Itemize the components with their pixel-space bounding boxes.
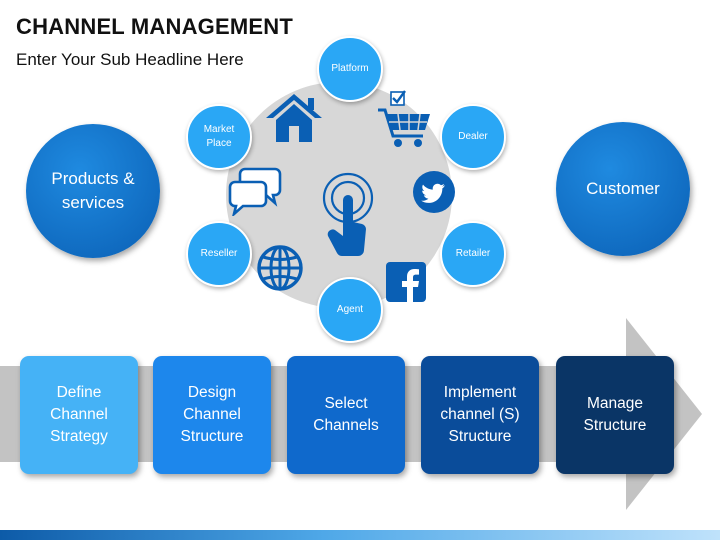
shopping-cart-icon	[378, 90, 430, 147]
bottom-gradient-bar	[0, 530, 720, 540]
node-label: Platform	[331, 62, 369, 74]
step-label: Select Channels	[313, 395, 379, 434]
step-design-channel-structure: Design Channel Structure	[153, 356, 271, 474]
step-label: Define Channel Strategy	[50, 384, 108, 445]
twitter-icon	[413, 171, 455, 213]
node-reseller: Reseller	[186, 221, 252, 287]
node-label: Market Place	[203, 123, 235, 150]
node-platform: Platform	[317, 36, 383, 102]
chat-bubbles-icon	[228, 167, 282, 216]
page-title: CHANNEL MANAGEMENT	[16, 14, 293, 39]
node-retailer: Retailer	[440, 221, 506, 287]
home-icon	[266, 94, 322, 142]
node-agent: Agent	[317, 277, 383, 343]
node-label: Agent	[336, 303, 364, 315]
products-services-circle: Products & services	[26, 124, 160, 258]
customer-circle: Customer	[556, 122, 690, 256]
node-label: Retailer	[455, 247, 491, 259]
step-label: Implement channel (S) Structure	[440, 384, 520, 445]
page-subtitle: Enter Your Sub Headline Here	[16, 50, 244, 69]
touch-hand-icon	[322, 172, 374, 256]
node-label: Reseller	[200, 247, 238, 259]
step-manage-structure: Manage Structure	[556, 356, 674, 474]
step-label: Manage Structure	[583, 395, 647, 434]
globe-icon	[257, 245, 303, 291]
step-label: Design Channel Structure	[180, 384, 244, 445]
facebook-icon	[386, 262, 426, 302]
step-implement-channel-structure: Implement channel (S) Structure	[421, 356, 539, 474]
node-marketplace: Market Place	[186, 104, 252, 170]
node-label: Dealer	[458, 130, 488, 142]
step-select-channels: Select Channels	[287, 356, 405, 474]
node-dealer: Dealer	[440, 104, 506, 170]
step-define-channel-strategy: Define Channel Strategy	[20, 356, 138, 474]
